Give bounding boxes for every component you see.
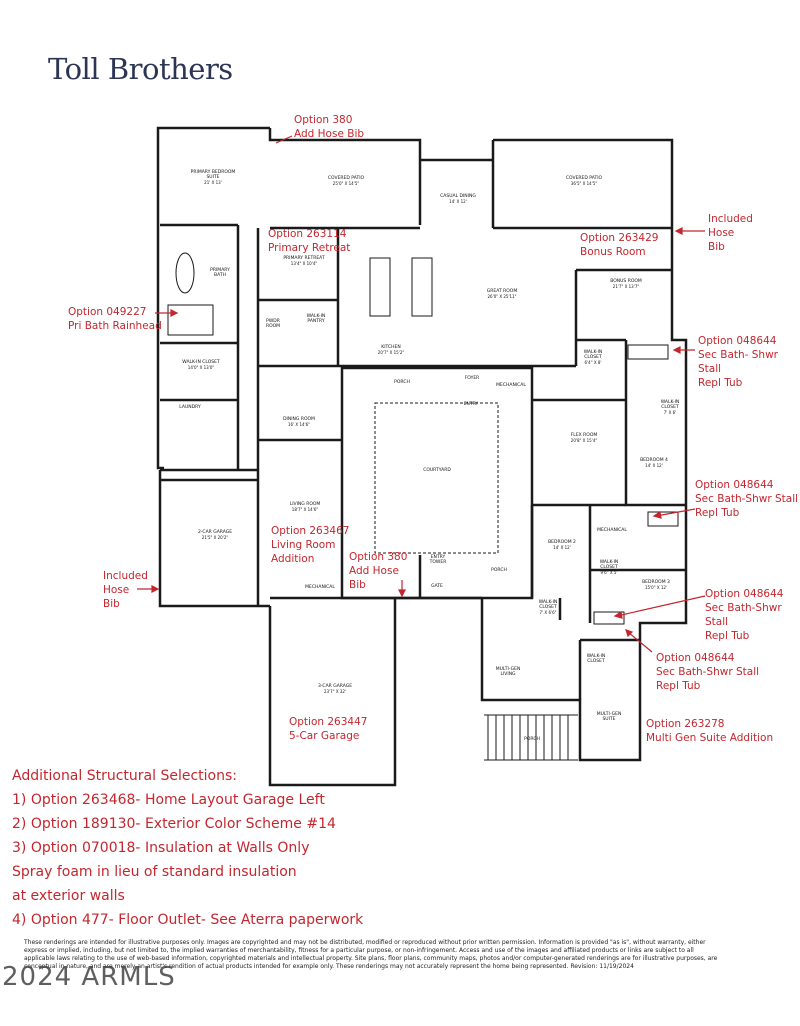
room-label: COURTYARD	[423, 468, 451, 473]
room-label: PRIMARY BATH	[210, 268, 230, 278]
tub-2	[627, 344, 669, 360]
arrowhead	[652, 510, 662, 519]
room-label: ENTRY	[463, 402, 479, 407]
arrowhead	[170, 309, 179, 317]
room-label: WALK-IN PANTRY	[306, 314, 326, 324]
wall	[670, 228, 688, 545]
tub-4	[593, 611, 625, 625]
room-label: MULTI-GEN SUITE	[596, 712, 622, 722]
wall	[158, 470, 270, 608]
selection-item: 4) Option 477- Floor Outlet- See Aterra …	[12, 912, 364, 928]
courtyard-inner	[374, 402, 499, 554]
arrowhead	[398, 589, 406, 598]
room-label: PORCH	[394, 380, 410, 385]
room-label: GATE	[431, 584, 443, 589]
selections-heading: Additional Structural Selections:	[12, 768, 237, 784]
copyright-watermark: 2024 ARMLS	[2, 962, 176, 992]
wall	[156, 126, 270, 470]
wall	[624, 340, 686, 507]
brand-logo: Toll Brothers	[48, 52, 233, 86]
room-label: WALK-IN CLOSET	[586, 654, 606, 664]
selection-item: 1) Option 263468- Home Layout Garage Lef…	[12, 792, 325, 808]
tub-3	[647, 511, 679, 527]
room-label: ENTRY TOWER	[429, 555, 447, 565]
room-label: MECHANICAL	[597, 528, 627, 533]
selection-item: 2) Option 189130- Exterior Color Scheme …	[12, 816, 336, 832]
selection-item: at exterior walls	[12, 888, 125, 904]
room-label: FOYER	[464, 376, 480, 381]
arrowhead	[151, 585, 160, 593]
wall	[638, 545, 688, 640]
selection-item: Spray foam in lieu of standard insulatio…	[12, 864, 297, 880]
kitchen-island	[369, 257, 391, 317]
porch-pickets	[487, 715, 569, 760]
room-label: MECHANICAL	[496, 383, 526, 388]
selection-item: 3) Option 070018- Insulation at Walls On…	[12, 840, 310, 856]
room-label: MECHANICAL	[305, 585, 335, 590]
arrowhead	[674, 227, 683, 235]
shower	[167, 304, 214, 336]
arrowhead	[672, 346, 681, 354]
wall	[268, 598, 397, 787]
arrow	[616, 595, 706, 617]
room-label: LAUNDRY	[179, 405, 201, 410]
arrow	[627, 631, 653, 653]
wall	[493, 138, 674, 228]
structural-selections: Additional Structural Selections: 1) Opt…	[12, 764, 363, 932]
arrow	[655, 508, 696, 517]
room-label: PORCH	[491, 568, 507, 573]
room-label: PORCH	[524, 737, 540, 742]
room-label: PWDR ROOM	[265, 319, 281, 329]
arrowhead	[625, 629, 634, 638]
bathtub	[175, 252, 195, 294]
arrow	[275, 135, 293, 144]
arrowhead	[613, 610, 623, 619]
room-label: MULTI-GEN LIVING	[495, 667, 521, 677]
wall	[480, 598, 642, 762]
wall	[268, 128, 422, 225]
kitchen-island-2	[411, 257, 433, 317]
disclaimer-text: These renderings are intended for illust…	[24, 939, 718, 970]
